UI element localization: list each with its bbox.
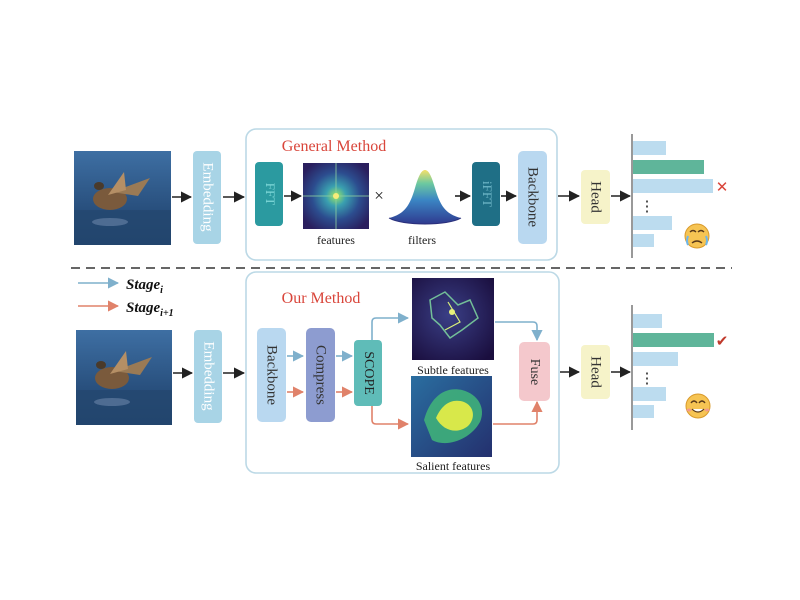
legend-stage-i1: Stagei+1 [126, 300, 174, 319]
subtle-features-image [412, 278, 494, 360]
stage-legend: Stagei Stagei+1 [78, 277, 174, 319]
backbone-block-ours [257, 328, 286, 422]
general-method-row: Embedding General Method FFT features × … [74, 128, 729, 261]
head-block-general [581, 170, 610, 224]
our-method-row: Embedding Our Method Backbone Compress S… [76, 271, 729, 474]
wrong-mark: ✕ [716, 180, 729, 196]
fuse-block [519, 342, 550, 401]
output-bar [633, 405, 654, 418]
head-label-general: Head [588, 181, 604, 213]
embedding-block-general [193, 151, 221, 244]
crying-face-icon [684, 223, 710, 249]
output-bar [633, 160, 704, 174]
filters-label: filters [408, 233, 436, 247]
compress-label: Compress [313, 345, 329, 405]
output-bar [633, 314, 662, 328]
output-bar [633, 352, 678, 366]
filters-gaussian-image [388, 170, 462, 225]
head-block-ours [581, 345, 610, 399]
ellipsis-general: ⋮ [640, 199, 655, 215]
happy-face-icon [685, 393, 711, 419]
general-method-panel [245, 128, 558, 261]
salient-features-label: Salient features [416, 459, 491, 473]
salient-features-image [411, 376, 492, 457]
output-bar [633, 179, 713, 193]
input-image-general [74, 151, 171, 245]
embedding-block-ours [194, 330, 222, 423]
backbone-block-general [518, 151, 547, 244]
output-bar [633, 387, 666, 401]
features-spectrum-image [303, 163, 369, 229]
legend-stage-i: Stagei [126, 277, 163, 296]
multiply-sign: × [374, 186, 384, 205]
ellipsis-ours: ⋮ [640, 371, 655, 387]
embedding-label-general: Embedding [200, 162, 216, 232]
ifft-block [472, 162, 500, 226]
output-bar [633, 234, 654, 247]
fuse-label: Fuse [527, 359, 542, 385]
output-bar [633, 216, 672, 230]
output-bars-ours [631, 305, 714, 430]
subtle-features-label: Subtle features [417, 363, 489, 377]
correct-mark: ✔ [716, 334, 729, 350]
head-label-ours: Head [588, 356, 604, 388]
backbone-label-ours: Backbone [264, 345, 280, 405]
fft-label: FFT [263, 183, 278, 205]
embedding-label-ours: Embedding [201, 341, 217, 411]
ifft-label: iFFT [480, 181, 495, 207]
output-bar [633, 333, 714, 347]
output-bar [633, 141, 666, 155]
general-method-title: General Method [282, 138, 386, 155]
fft-block [255, 162, 283, 226]
features-label: features [317, 233, 355, 247]
scope-label: SCOPE [361, 351, 376, 395]
compress-block [306, 328, 335, 422]
scope-block [354, 340, 382, 406]
backbone-label-general: Backbone [525, 167, 541, 227]
input-image-ours [76, 330, 172, 425]
our-method-panel [245, 271, 560, 474]
our-method-title: Our Method [282, 290, 361, 307]
output-bars-general [631, 134, 713, 258]
